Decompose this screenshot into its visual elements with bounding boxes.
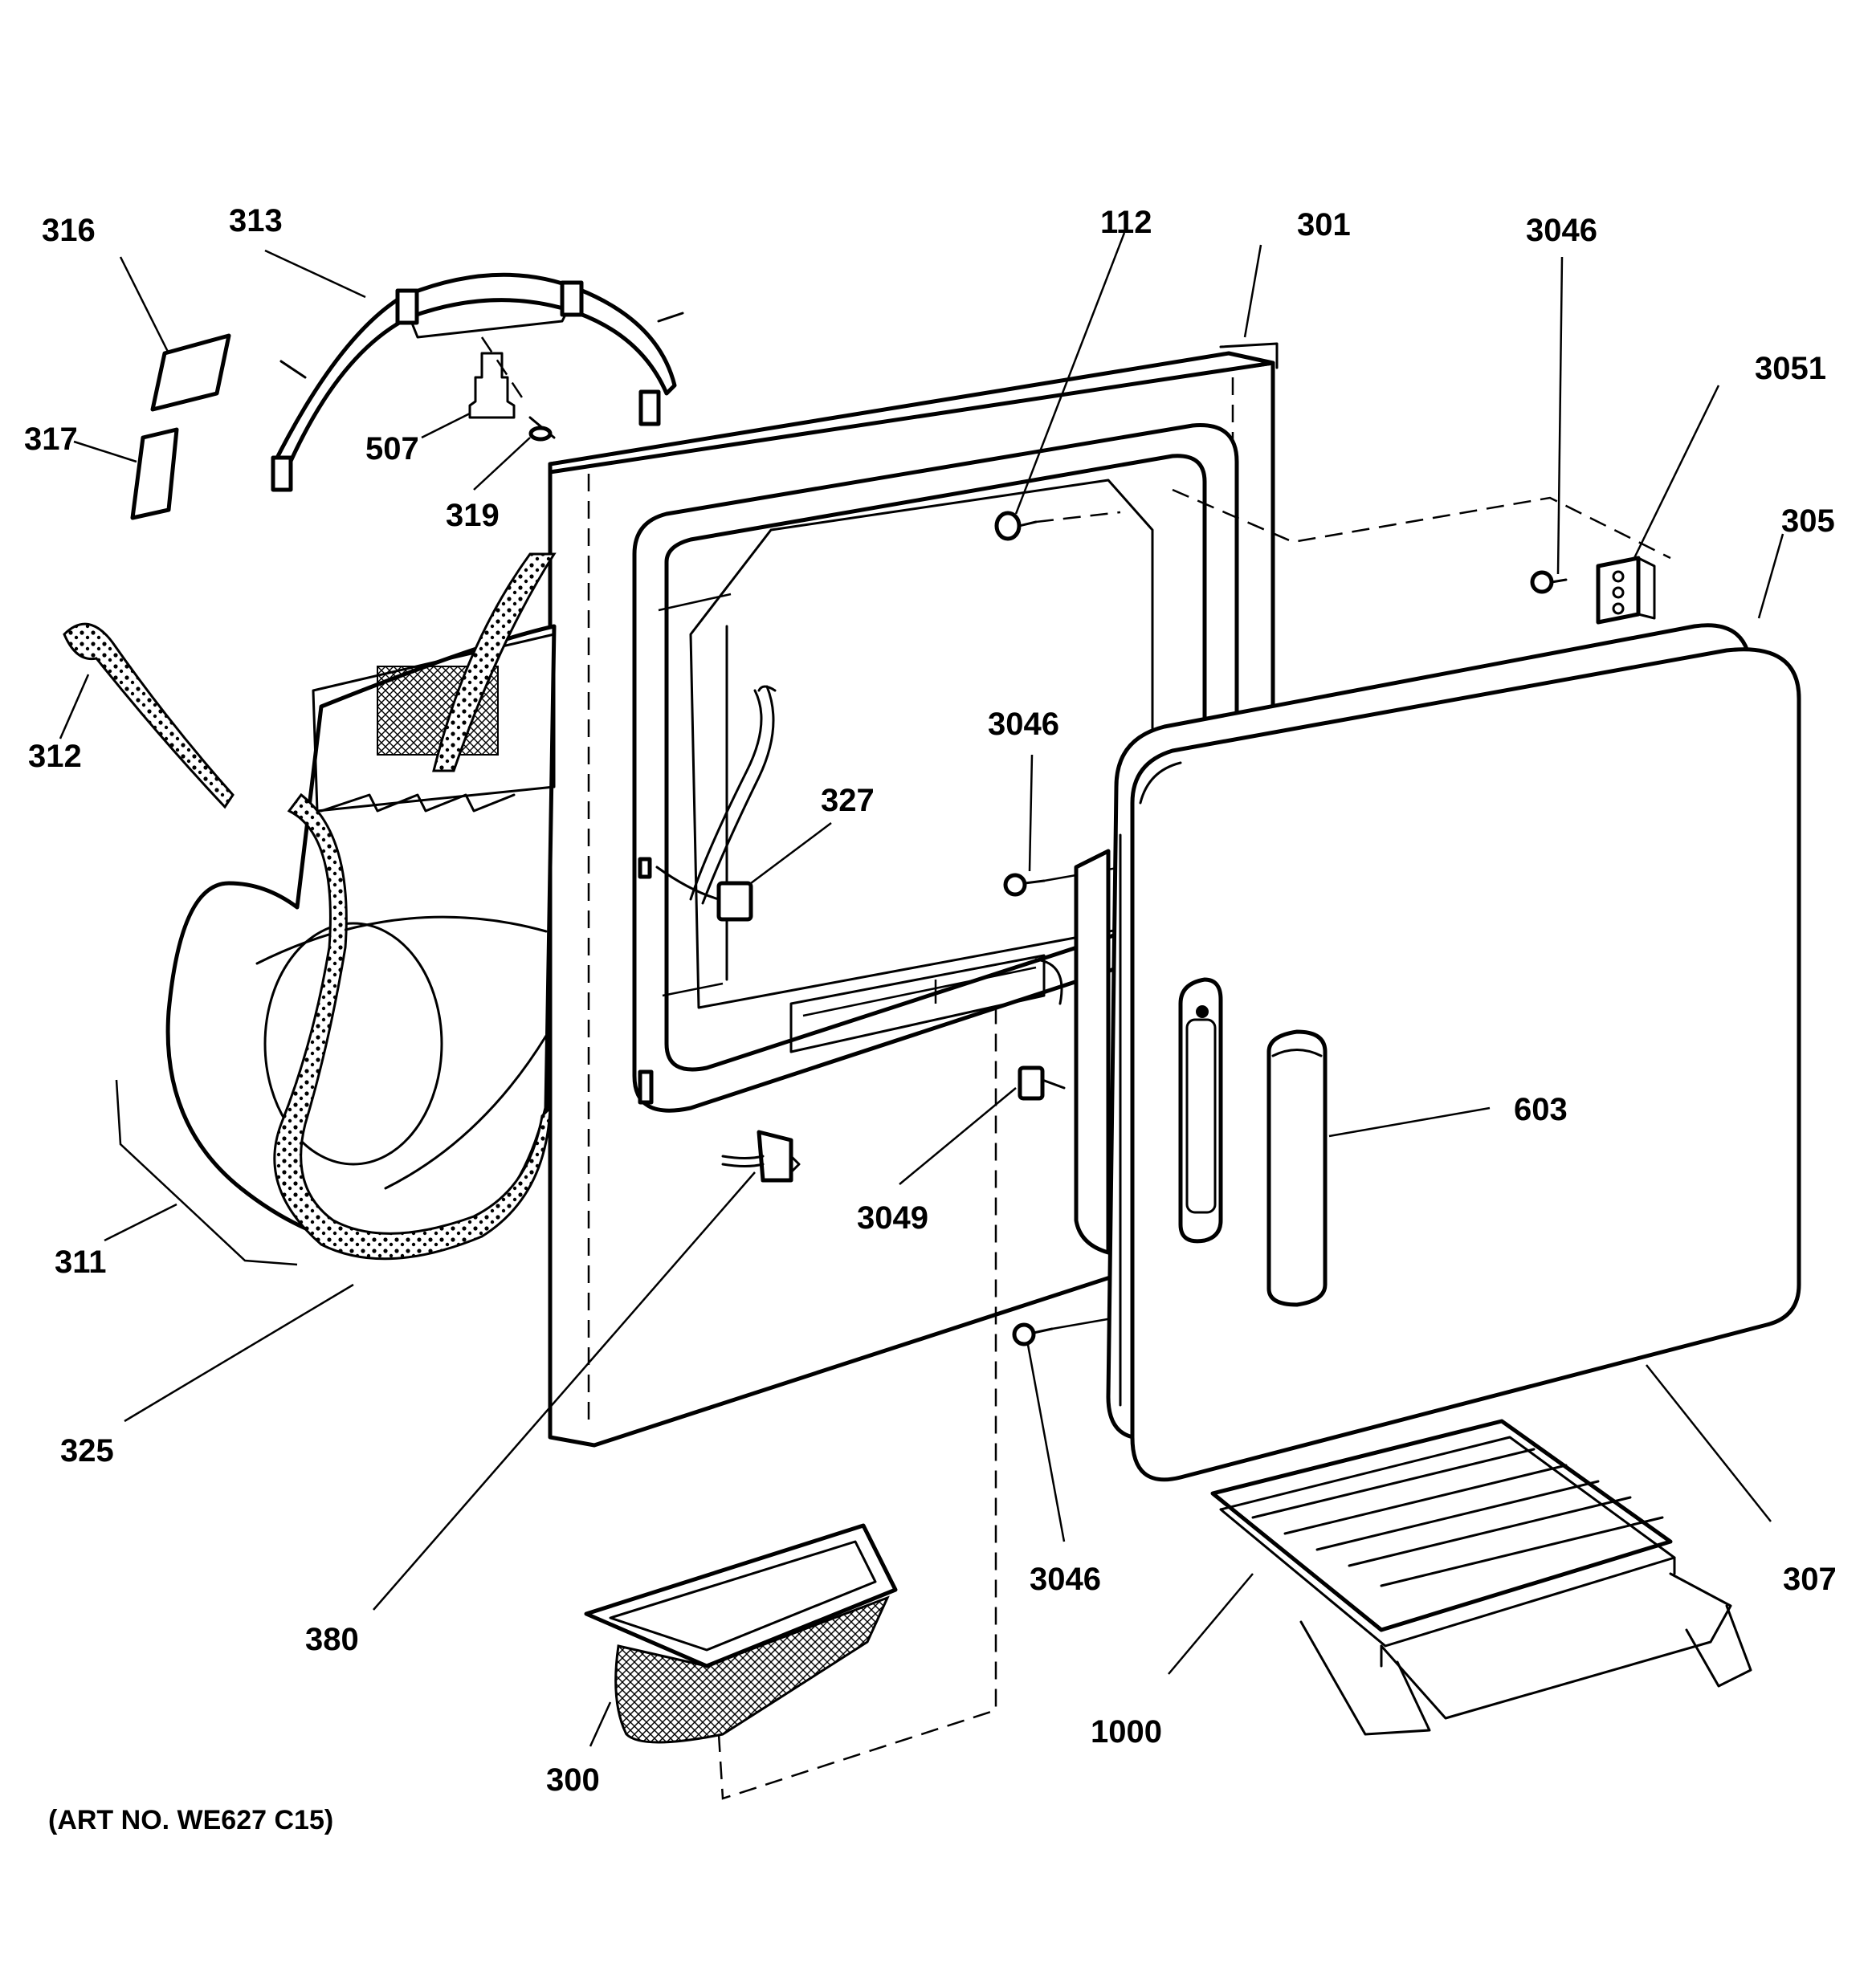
callout-316: 316 [42,213,96,248]
callout-311: 311 [55,1245,107,1280]
callout-307: 307 [1783,1562,1837,1597]
door-strike [1018,1065,1066,1101]
door-switch [721,1130,801,1183]
leader-lines [59,232,1784,1747]
lint-filter [584,1000,997,1800]
drying-rack [1210,1419,1752,1736]
callout-3051: 3051 [1755,351,1826,386]
screw-3046-hinge [1530,570,1568,594]
callout-507: 507 [365,431,419,466]
callout-3046-lower: 3046 [1030,1562,1101,1597]
callout-312: 312 [28,739,82,774]
callout-319: 319 [446,498,500,533]
callout-313: 313 [229,203,283,238]
thermostat [468,336,524,419]
door-assembly [1074,623,1801,1482]
art-number-caption: (ART NO. WE627 C15) [48,1805,333,1835]
callout-112: 112 [1100,205,1152,240]
callout-3049: 3049 [857,1200,928,1236]
callout-300: 300 [546,1762,600,1798]
callout-327: 327 [821,783,875,818]
rear-gasket [63,622,235,809]
callout-603: 603 [1514,1092,1568,1127]
callout-325: 325 [60,1433,114,1469]
duct-seal-317 [130,427,179,520]
callout-380: 380 [305,1622,359,1657]
callout-3046-upper: 3046 [988,707,1059,742]
felt-seal [273,552,557,1261]
duct-seal-316 [150,333,231,412]
screw-112 [994,511,1121,541]
callout-305: 305 [1781,503,1835,539]
door-switch-harness [655,685,777,922]
screw-3046-lower [1012,1311,1145,1346]
screw [528,416,556,442]
callout-301: 301 [1297,207,1351,242]
callout-labels: 316 313 317 507 319 312 311 325 380 300 … [24,203,1837,1798]
callout-317: 317 [24,422,78,457]
callout-3046-hinge: 3046 [1526,213,1597,248]
callout-1000: 1000 [1091,1714,1162,1750]
door-handle [1266,1029,1328,1307]
front-bearing-arc [271,272,684,492]
drum-bulkhead [165,624,557,1255]
door-hinge [1172,488,1671,625]
